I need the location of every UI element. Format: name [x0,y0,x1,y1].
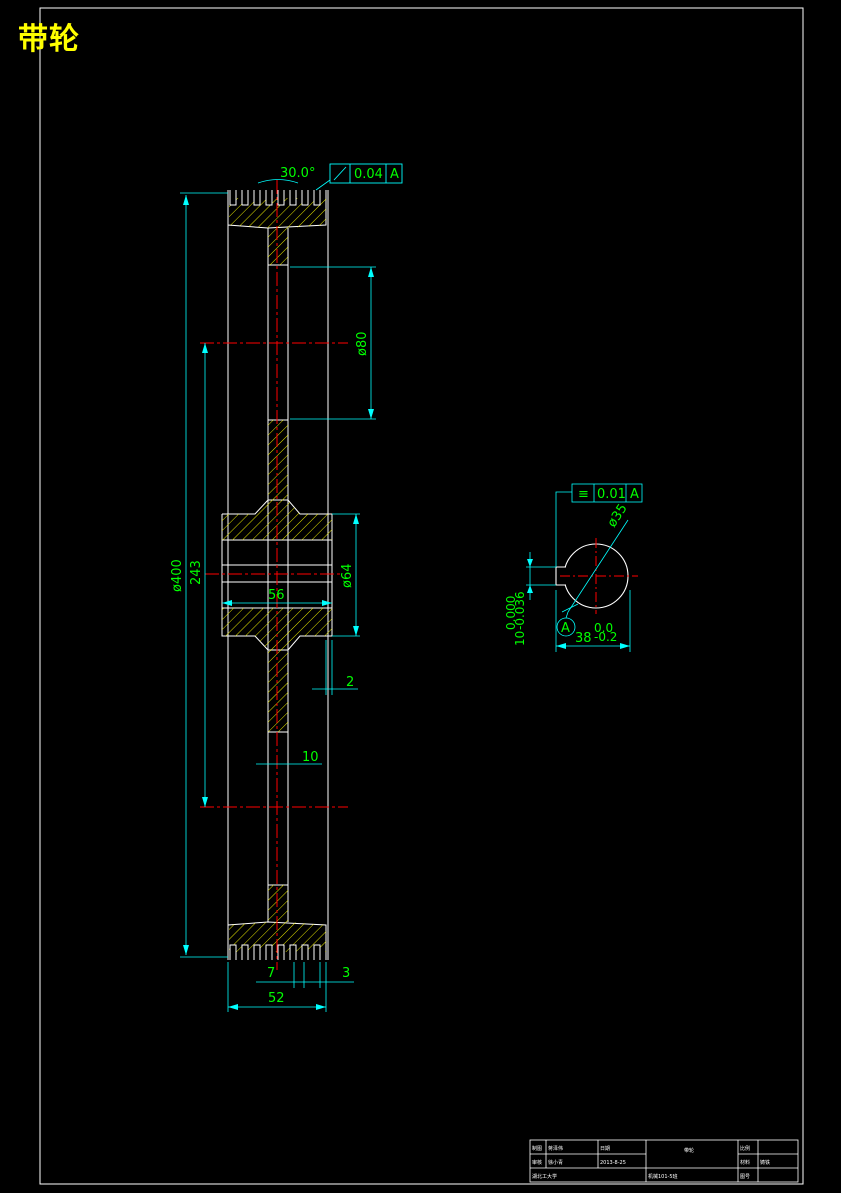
web-thickness-label: 10 [302,750,319,765]
keyway-depth-upper: 0.0 [594,621,613,635]
rim-grooves-top [229,190,321,206]
groove-top-1 [229,190,237,206]
groove-top-6 [289,190,297,206]
keyway-arrows [527,559,630,649]
datum-a-label: A [561,621,570,636]
title-cell-0-1: 蒋泽伟 [548,1145,563,1152]
groove-bottom-7 [301,944,309,960]
keyway-depth-lower: -0.2 [594,630,617,644]
groove-bottom-2 [241,944,249,960]
groove-top-5 [277,190,285,206]
groove-top-8 [313,190,321,206]
symmetry-datum: A [630,487,639,502]
hub-length-label: 56 [268,588,285,603]
dimension-lines [180,179,376,1012]
keyway-width-lower: -0.036 [513,591,527,630]
bore-diameter-label: ø35 [605,501,631,530]
title-cell-1-0: 审核 [532,1159,542,1166]
groove-top-3 [253,190,261,206]
symmetry-value: 0.01 [597,487,626,502]
groove-bottom-5 [277,944,285,960]
groove-bottom-1 [229,944,237,960]
title-cell-0-2: 日期 [600,1146,610,1152]
groove-edge-label: 3 [342,966,350,981]
overall-width-label: 52 [268,991,285,1006]
dimension-arrows [183,195,374,1010]
pitch-diameter-label: 243 [189,560,204,585]
runout-value: 0.04 [354,167,383,182]
groove-bottom-4 [265,944,273,960]
title-cell-0-5: 比例 [740,1145,750,1152]
rim-grooves-bottom [229,944,321,960]
title-cell-2-5: 图号 [740,1174,750,1180]
runout-datum: A [390,167,399,182]
keyway-section-view [555,538,638,614]
keyway-width-upper: 0.000 [504,596,518,630]
groove-top-4 [265,190,273,206]
title-cell-1-2: 2013-8-25 [600,1160,626,1166]
groove-pitch-label: 7 [267,966,275,981]
runout-tolerance-frame [329,163,403,184]
hub-diameter-label: ø64 [340,564,355,589]
hole-diameter-label: ø80 [355,332,370,357]
title-cell-1-5: 材料 [740,1159,750,1166]
title-cell-1-1: 徐小青 [548,1159,563,1166]
groove-angle-label: 30.0° [280,166,315,181]
title-cell-1-3: 带轮 [684,1147,694,1154]
groove-bottom-3 [253,944,261,960]
title-block-text: 制图蒋泽伟 日期 比例审核徐小青 2013-8-25 带轮材料 铸铁湖北工大学 机械101-… [532,1145,770,1180]
offset-label: 2 [346,675,354,690]
groove-top-2 [241,190,249,206]
symmetry-symbol: ≡ [578,487,589,502]
groove-bottom-8 [313,944,321,960]
title-cell-1-6: 铸铁 [760,1159,770,1166]
title-cell-2-3: 机械101-5班 [648,1173,678,1180]
page-title: 带轮 [18,22,80,57]
title-cell-0-0: 制图 [532,1145,542,1152]
keyway-depth-nominal: 38 [575,631,592,646]
title-cell-2-0: 湖北工大学 [532,1173,557,1180]
sheet-border [39,7,804,1185]
keyway-width-nominal: 10 [513,631,527,646]
title-block [529,1139,799,1183]
centerlines [200,180,348,970]
outer-diameter-label: ø400 [170,559,185,592]
groove-top-7 [301,190,309,206]
groove-bottom-6 [289,944,297,960]
